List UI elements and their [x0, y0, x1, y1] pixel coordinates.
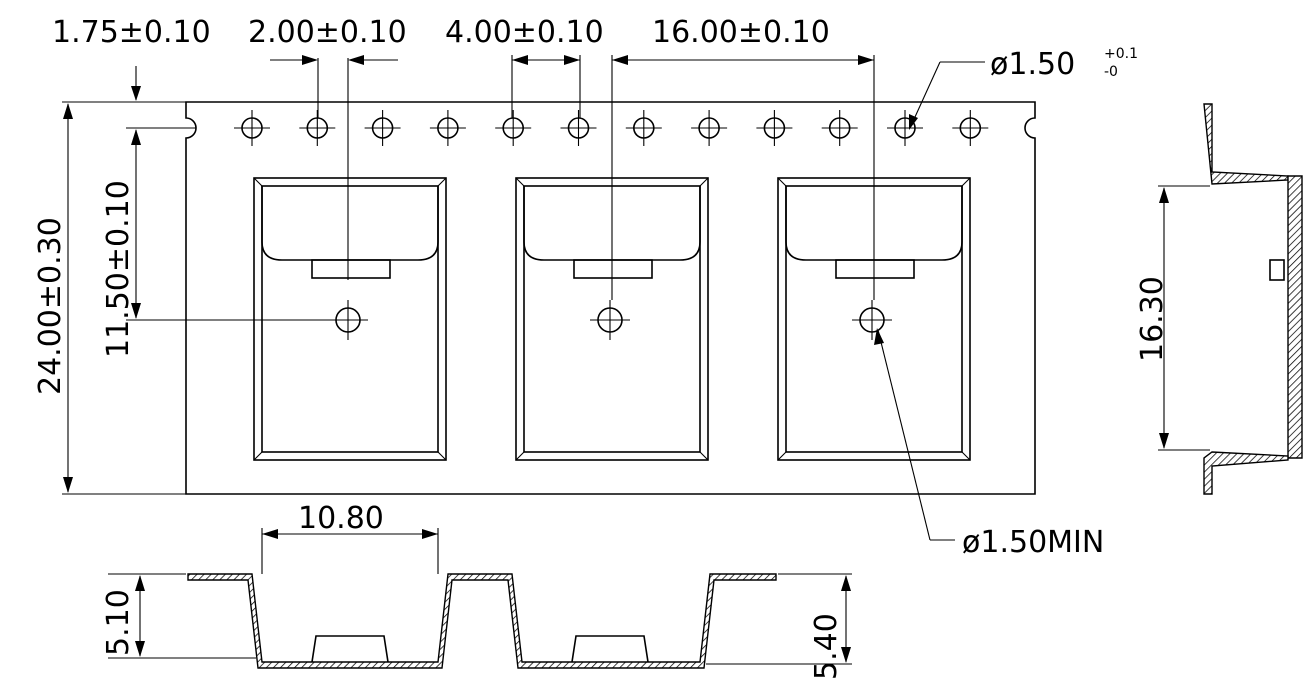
sprocket-hole: [625, 110, 662, 146]
sprocket-hole: [821, 110, 858, 146]
dim-hole-pitch: 4.00±0.10: [445, 15, 604, 50]
dim-hole-offset: 2.00±0.10: [248, 15, 407, 50]
sprocket-hole: [299, 110, 336, 146]
sprocket-hole: [429, 110, 466, 146]
pocket-hole: [852, 300, 892, 340]
dim-pitch-edge: 1.75±0.10: [52, 15, 211, 50]
sprocket-hole: [560, 110, 597, 146]
dim-depth-right: 5.40: [809, 613, 844, 680]
dim-hole-tol-lower: -0: [1104, 64, 1118, 80]
dim-depth-left: 5.10: [101, 589, 136, 656]
dim-tape-width: 24.00±0.30: [33, 217, 68, 395]
sprocket-hole: [756, 110, 793, 146]
pocket-hole: [328, 300, 368, 340]
dim-pocket-pitch: 16.00±0.10: [652, 15, 830, 50]
sprocket-hole: [691, 110, 728, 146]
dim-hole-diameter: ø1.50: [990, 47, 1075, 82]
pocket-hole: [590, 300, 630, 340]
dim-pocket-length: 16.30: [1135, 276, 1170, 362]
sprocket-hole: [234, 110, 270, 146]
cross-section-bottom: [108, 528, 852, 669]
tape-outline: [185, 101, 1036, 495]
pocket: [253, 177, 447, 461]
sprocket-hole: [364, 110, 401, 146]
side-view-right: [1158, 103, 1303, 495]
sprocket-hole: [887, 110, 923, 146]
sprocket-holes: [234, 110, 989, 146]
sprocket-hole: [495, 110, 532, 146]
dim-center-offset: 11.50±0.10: [101, 180, 136, 358]
dim-pocket-hole: ø1.50MIN: [962, 525, 1104, 560]
sprocket-hole: [952, 110, 989, 146]
dim-hole-tol-upper: +0.1: [1104, 46, 1138, 62]
dimension-lines: [62, 55, 985, 541]
dim-pocket-width: 10.80: [298, 501, 384, 536]
pockets: [253, 177, 971, 461]
